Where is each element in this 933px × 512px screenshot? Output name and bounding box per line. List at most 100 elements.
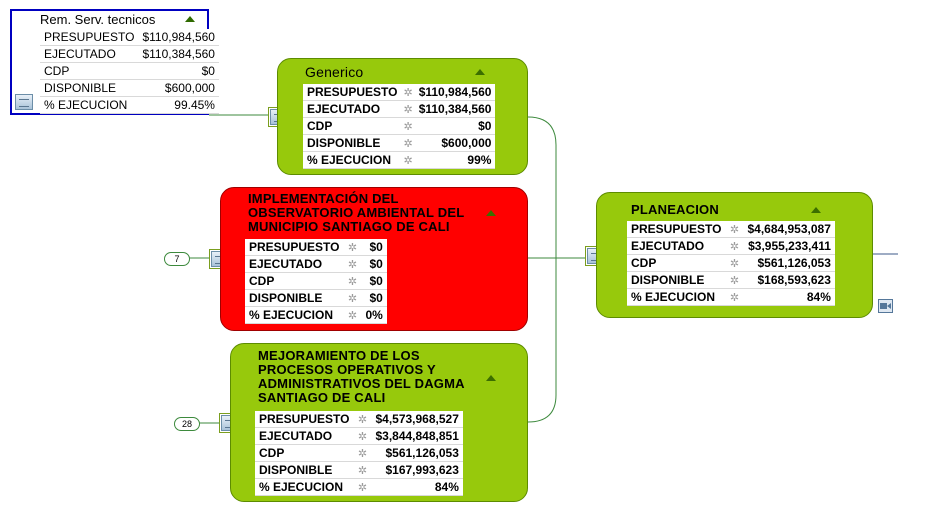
node-title: Rem. Serv. tecnicos (40, 12, 156, 27)
row-value: $600,000 (414, 134, 496, 152)
row-value: $0 (361, 239, 387, 256)
row-label: EJECUTADO (303, 100, 402, 118)
node-title: PLANEACION (631, 202, 719, 217)
table-row: EJECUTADO✲$3,844,848,851 (255, 427, 463, 445)
node-rem-serv-tecnicos[interactable]: Rem. Serv. tecnicos PRESUPUESTO$110,984,… (10, 9, 219, 115)
row-value: $3,844,848,851 (371, 427, 463, 445)
collapse-triangle-icon[interactable] (486, 375, 496, 381)
gear-icon: ✲ (401, 100, 415, 118)
row-value: $110,384,560 (414, 100, 496, 118)
row-label: DISPONIBLE (627, 271, 726, 289)
row-label: CDP (303, 117, 402, 135)
video-icon[interactable] (878, 299, 893, 313)
gear-icon: ✲ (725, 221, 744, 238)
row-label: % EJECUCION (255, 478, 354, 496)
collapse-triangle-icon[interactable] (811, 207, 821, 213)
table-row: CDP✲$0 (303, 117, 496, 135)
row-value: $0 (361, 272, 387, 290)
table-row: CDP✲$0 (245, 272, 387, 290)
node-generico[interactable]: Generico PRESUPUESTO✲$110,984,560 EJECUT… (277, 58, 528, 175)
row-label: DISPONIBLE (255, 461, 354, 479)
table-row: % EJECUCION✲99% (303, 151, 496, 169)
table-row: DISPONIBLE✲$600,000 (303, 134, 496, 152)
row-value: $561,126,053 (371, 444, 463, 462)
row-value: $168,593,623 (743, 271, 835, 289)
row-value: $4,684,953,087 (743, 221, 835, 238)
gear-icon: ✲ (343, 272, 362, 290)
node-implementacion[interactable]: IMPLEMENTACIÓN DEL OBSERVATORIO AMBIENTA… (220, 187, 528, 331)
value-table: PRESUPUESTO$110,984,560 EJECUTADO$110,38… (40, 29, 219, 114)
subtopic-count-badge[interactable]: 28 (174, 417, 200, 431)
table-row: EJECUTADO✲$3,955,233,411 (627, 237, 835, 255)
table-row: PRESUPUESTO✲$4,573,968,527 (255, 411, 463, 428)
row-label: PRESUPUESTO (303, 84, 402, 101)
gear-icon: ✲ (343, 289, 362, 307)
gear-icon: ✲ (353, 478, 372, 496)
row-label: % EJECUCION (245, 306, 344, 324)
node-title: Generico (305, 64, 364, 80)
table-row: DISPONIBLE✲$167,993,623 (255, 461, 463, 479)
row-label: DISPONIBLE (303, 134, 402, 152)
collapse-triangle-icon[interactable] (185, 16, 195, 22)
row-label: CDP (255, 444, 354, 462)
row-value: $0 (361, 289, 387, 307)
gear-icon: ✲ (353, 411, 372, 428)
node-title: IMPLEMENTACIÓN DEL OBSERVATORIO AMBIENTA… (248, 191, 465, 234)
notes-icon[interactable] (15, 94, 33, 110)
subtopic-count-badge[interactable]: 7 (164, 252, 190, 266)
row-label: EJECUTADO (245, 255, 344, 273)
table-row: PRESUPUESTO$110,984,560 (40, 29, 219, 46)
table-row: DISPONIBLE✲$0 (245, 289, 387, 307)
row-label: PRESUPUESTO (255, 411, 354, 428)
row-label: % EJECUCION (627, 288, 726, 306)
gear-icon: ✲ (343, 306, 362, 324)
table-row: % EJECUCION✲84% (627, 288, 835, 306)
gear-icon: ✲ (343, 255, 362, 273)
row-value: $110,984,560 (138, 29, 219, 46)
row-label: DISPONIBLE (245, 289, 344, 307)
value-table: PRESUPUESTO✲$0 EJECUTADO✲$0 CDP✲$0 DISPO… (245, 239, 387, 324)
value-table: PRESUPUESTO✲$4,684,953,087 EJECUTADO✲$3,… (627, 221, 835, 306)
row-label: % EJECUCION (303, 151, 402, 169)
gear-icon: ✲ (401, 84, 415, 101)
gear-icon: ✲ (353, 444, 372, 462)
table-row: EJECUTADO$110,384,560 (40, 45, 219, 63)
row-value: $3,955,233,411 (743, 237, 835, 255)
gear-icon: ✲ (725, 288, 744, 306)
table-row: PRESUPUESTO✲$0 (245, 239, 387, 256)
gear-icon: ✲ (401, 151, 415, 169)
table-row: % EJECUCION✲0% (245, 306, 387, 324)
row-value: $167,993,623 (371, 461, 463, 479)
table-row: CDP$0 (40, 62, 219, 80)
row-value: 0% (361, 306, 387, 324)
row-label: PRESUPUESTO (627, 221, 726, 238)
table-row: DISPONIBLE✲$168,593,623 (627, 271, 835, 289)
node-mejoramiento[interactable]: MEJORAMIENTO DE LOS PROCESOS OPERATIVOS … (230, 343, 528, 502)
node-title: MEJORAMIENTO DE LOS PROCESOS OPERATIVOS … (258, 348, 465, 405)
row-label: EJECUTADO (40, 45, 139, 63)
row-value: $600,000 (138, 79, 219, 97)
row-value: $110,384,560 (138, 45, 219, 63)
table-row: DISPONIBLE$600,000 (40, 79, 219, 97)
row-label: PRESUPUESTO (245, 239, 344, 256)
table-row: CDP✲$561,126,053 (255, 444, 463, 462)
gear-icon: ✲ (725, 254, 744, 272)
gear-icon: ✲ (353, 427, 372, 445)
node-planeacion[interactable]: PLANEACION PRESUPUESTO✲$4,684,953,087 EJ… (596, 192, 873, 318)
row-value: 84% (371, 478, 463, 496)
row-value: $4,573,968,527 (371, 411, 463, 428)
row-label: % EJECUCION (40, 96, 139, 114)
table-row: CDP✲$561,126,053 (627, 254, 835, 272)
row-label: EJECUTADO (255, 427, 354, 445)
row-value: $0 (138, 62, 219, 80)
value-table: PRESUPUESTO✲$4,573,968,527 EJECUTADO✲$3,… (255, 411, 463, 496)
row-value: $0 (361, 255, 387, 273)
row-value: 99.45% (138, 96, 219, 114)
collapse-triangle-icon[interactable] (475, 69, 485, 75)
collapse-triangle-icon[interactable] (486, 210, 496, 216)
table-row: EJECUTADO✲$110,384,560 (303, 100, 496, 118)
row-value: $561,126,053 (743, 254, 835, 272)
row-value: $110,984,560 (414, 84, 496, 101)
gear-icon: ✲ (725, 271, 744, 289)
